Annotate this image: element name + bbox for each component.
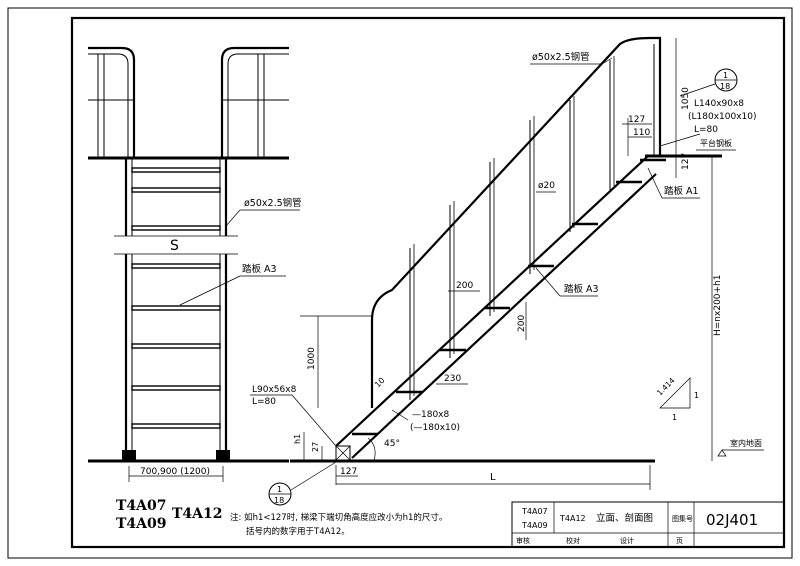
length-label: L	[490, 472, 496, 483]
caption-code-2: T4A09	[116, 516, 167, 532]
dim-10: 10	[373, 376, 387, 390]
front-right-base-plate	[216, 450, 230, 460]
front-left-top-rail	[88, 46, 136, 158]
slope-c: 1	[672, 413, 677, 422]
stringer-leader	[391, 409, 409, 421]
dim-27: 27	[311, 442, 320, 452]
front-tread-3	[131, 225, 221, 231]
angle-label: L140x90x8	[694, 99, 744, 109]
tb-atlas-no: 02J401	[706, 511, 758, 529]
front-treads	[131, 167, 221, 429]
title-block-frame	[511, 501, 785, 548]
balusters	[409, 56, 615, 400]
angle-leader	[659, 133, 701, 147]
callout-top-den: 18	[720, 82, 730, 91]
front-tread-8	[131, 423, 221, 429]
tread-tag-mid-leader	[535, 267, 561, 297]
callout-bottom-num: 1	[277, 485, 282, 494]
captions: T4A07 T4A09 T4A12 注: 如h1<127时, 梯梁下端切角高度应…	[116, 498, 447, 537]
front-width-label: 700,900 (1200)	[140, 467, 210, 477]
front-right-top-rail	[220, 46, 289, 158]
bottom-angle-leader	[291, 394, 337, 447]
dim-h1: h1	[293, 434, 302, 444]
platform-tag: 平台钢板	[700, 138, 732, 148]
slope-triangle	[659, 377, 691, 409]
front-tread-6	[131, 343, 221, 349]
note-line-1: 注: 如h1<127时, 梯梁下端切角高度应改小为h1的尺寸。	[230, 512, 447, 523]
angle-l-label: L=80	[694, 125, 718, 135]
caption-code-3: T4A12	[172, 506, 223, 522]
rod-label: ø20	[538, 181, 555, 191]
front-rail-leader	[225, 209, 241, 227]
tread-depth-label: 230	[444, 374, 461, 384]
tread-rise-label: 200	[517, 315, 527, 332]
front-tread-label: 踏板 A3	[242, 263, 277, 275]
top-dim-1050: 1050	[681, 87, 691, 110]
front-tread-1	[131, 167, 221, 173]
rail-height-label: 1000	[307, 347, 317, 370]
stringer-upper-edge	[335, 155, 649, 447]
front-tread-2	[131, 187, 221, 193]
handrail	[370, 36, 662, 408]
stringer-lower-edge	[351, 173, 657, 459]
tread-tag-top: 踏板 A1	[664, 185, 699, 197]
title-block: T4A07 T4A09 T4A12 立面、剖面图 图集号 02J401 审核 校…	[511, 501, 785, 548]
ground-tag: 室内地面	[730, 438, 762, 448]
tread-width-label: 200	[456, 281, 473, 291]
section-view: ø50x2.5钢管 L140x90x8 (L180x100x10) L=80 1…	[250, 36, 764, 506]
bottom-base-angle-x2	[335, 445, 351, 461]
note-line-2: 括号内的数字用于T4A12。	[246, 526, 350, 537]
front-tread-leader	[179, 275, 241, 306]
tb-atlas-label: 图集号	[672, 514, 693, 523]
bottom-l-label: L=80	[252, 397, 276, 407]
tread-tag-top-leader	[647, 167, 663, 199]
front-view: S 700,900 (1200) ø50x2.5钢管 踏板 A3	[88, 46, 302, 482]
bottom-127: 127	[340, 467, 357, 477]
front-tread-7	[131, 385, 221, 391]
tb-review: 审核	[516, 536, 530, 545]
angle-label-alt: (L180x100x10)	[688, 112, 757, 122]
bottom-base-angle	[335, 445, 351, 461]
front-break-symbol: S	[170, 238, 179, 254]
front-rail-label: ø50x2.5钢管	[244, 197, 302, 209]
tb-code-2: T4A09	[521, 521, 548, 530]
callout-top-leader	[679, 83, 716, 97]
tb-page: 页	[676, 537, 683, 545]
caption-code-1: T4A07	[116, 498, 167, 514]
section-rail-label: ø50x2.5钢管	[532, 51, 590, 63]
outer-frame	[7, 7, 793, 559]
angle-deg: 45°	[384, 439, 400, 449]
tb-design: 设计	[620, 536, 634, 545]
front-tread-5	[131, 305, 221, 311]
inner-frame	[70, 16, 786, 549]
tb-check: 校对	[566, 536, 580, 545]
section-rail-leader	[601, 57, 613, 65]
slope-b: 1	[694, 391, 699, 400]
callout-top-num: 1	[723, 71, 728, 80]
top-dim-127: 127	[628, 115, 645, 125]
front-left-top-rail-inner	[88, 53, 129, 158]
ground-tag-mark	[717, 449, 727, 457]
tb-title: 立面、剖面图	[596, 512, 653, 524]
front-left-base-plate	[122, 450, 136, 460]
bottom-angle-label: L90x56x8	[252, 385, 297, 395]
tb-code-3: T4A12	[559, 514, 586, 523]
callout-bottom-den: 18	[274, 496, 284, 505]
section-treads	[352, 158, 666, 436]
total-height-label: H=nx200+h1	[713, 275, 723, 337]
front-right-top-rail-inner	[227, 53, 289, 158]
angle-arc	[367, 437, 376, 462]
front-tread-4	[131, 263, 221, 269]
side-dim-127: 127	[681, 153, 691, 170]
top-dim-110: 110	[633, 128, 650, 138]
stringer-label-alt: (—180x10)	[410, 423, 460, 433]
stringer-label: —180x8	[412, 410, 450, 420]
tread-tag-mid: 踏板 A3	[564, 283, 599, 295]
tb-code-1: T4A07	[521, 507, 548, 516]
callout-bottom-leader	[290, 461, 337, 491]
